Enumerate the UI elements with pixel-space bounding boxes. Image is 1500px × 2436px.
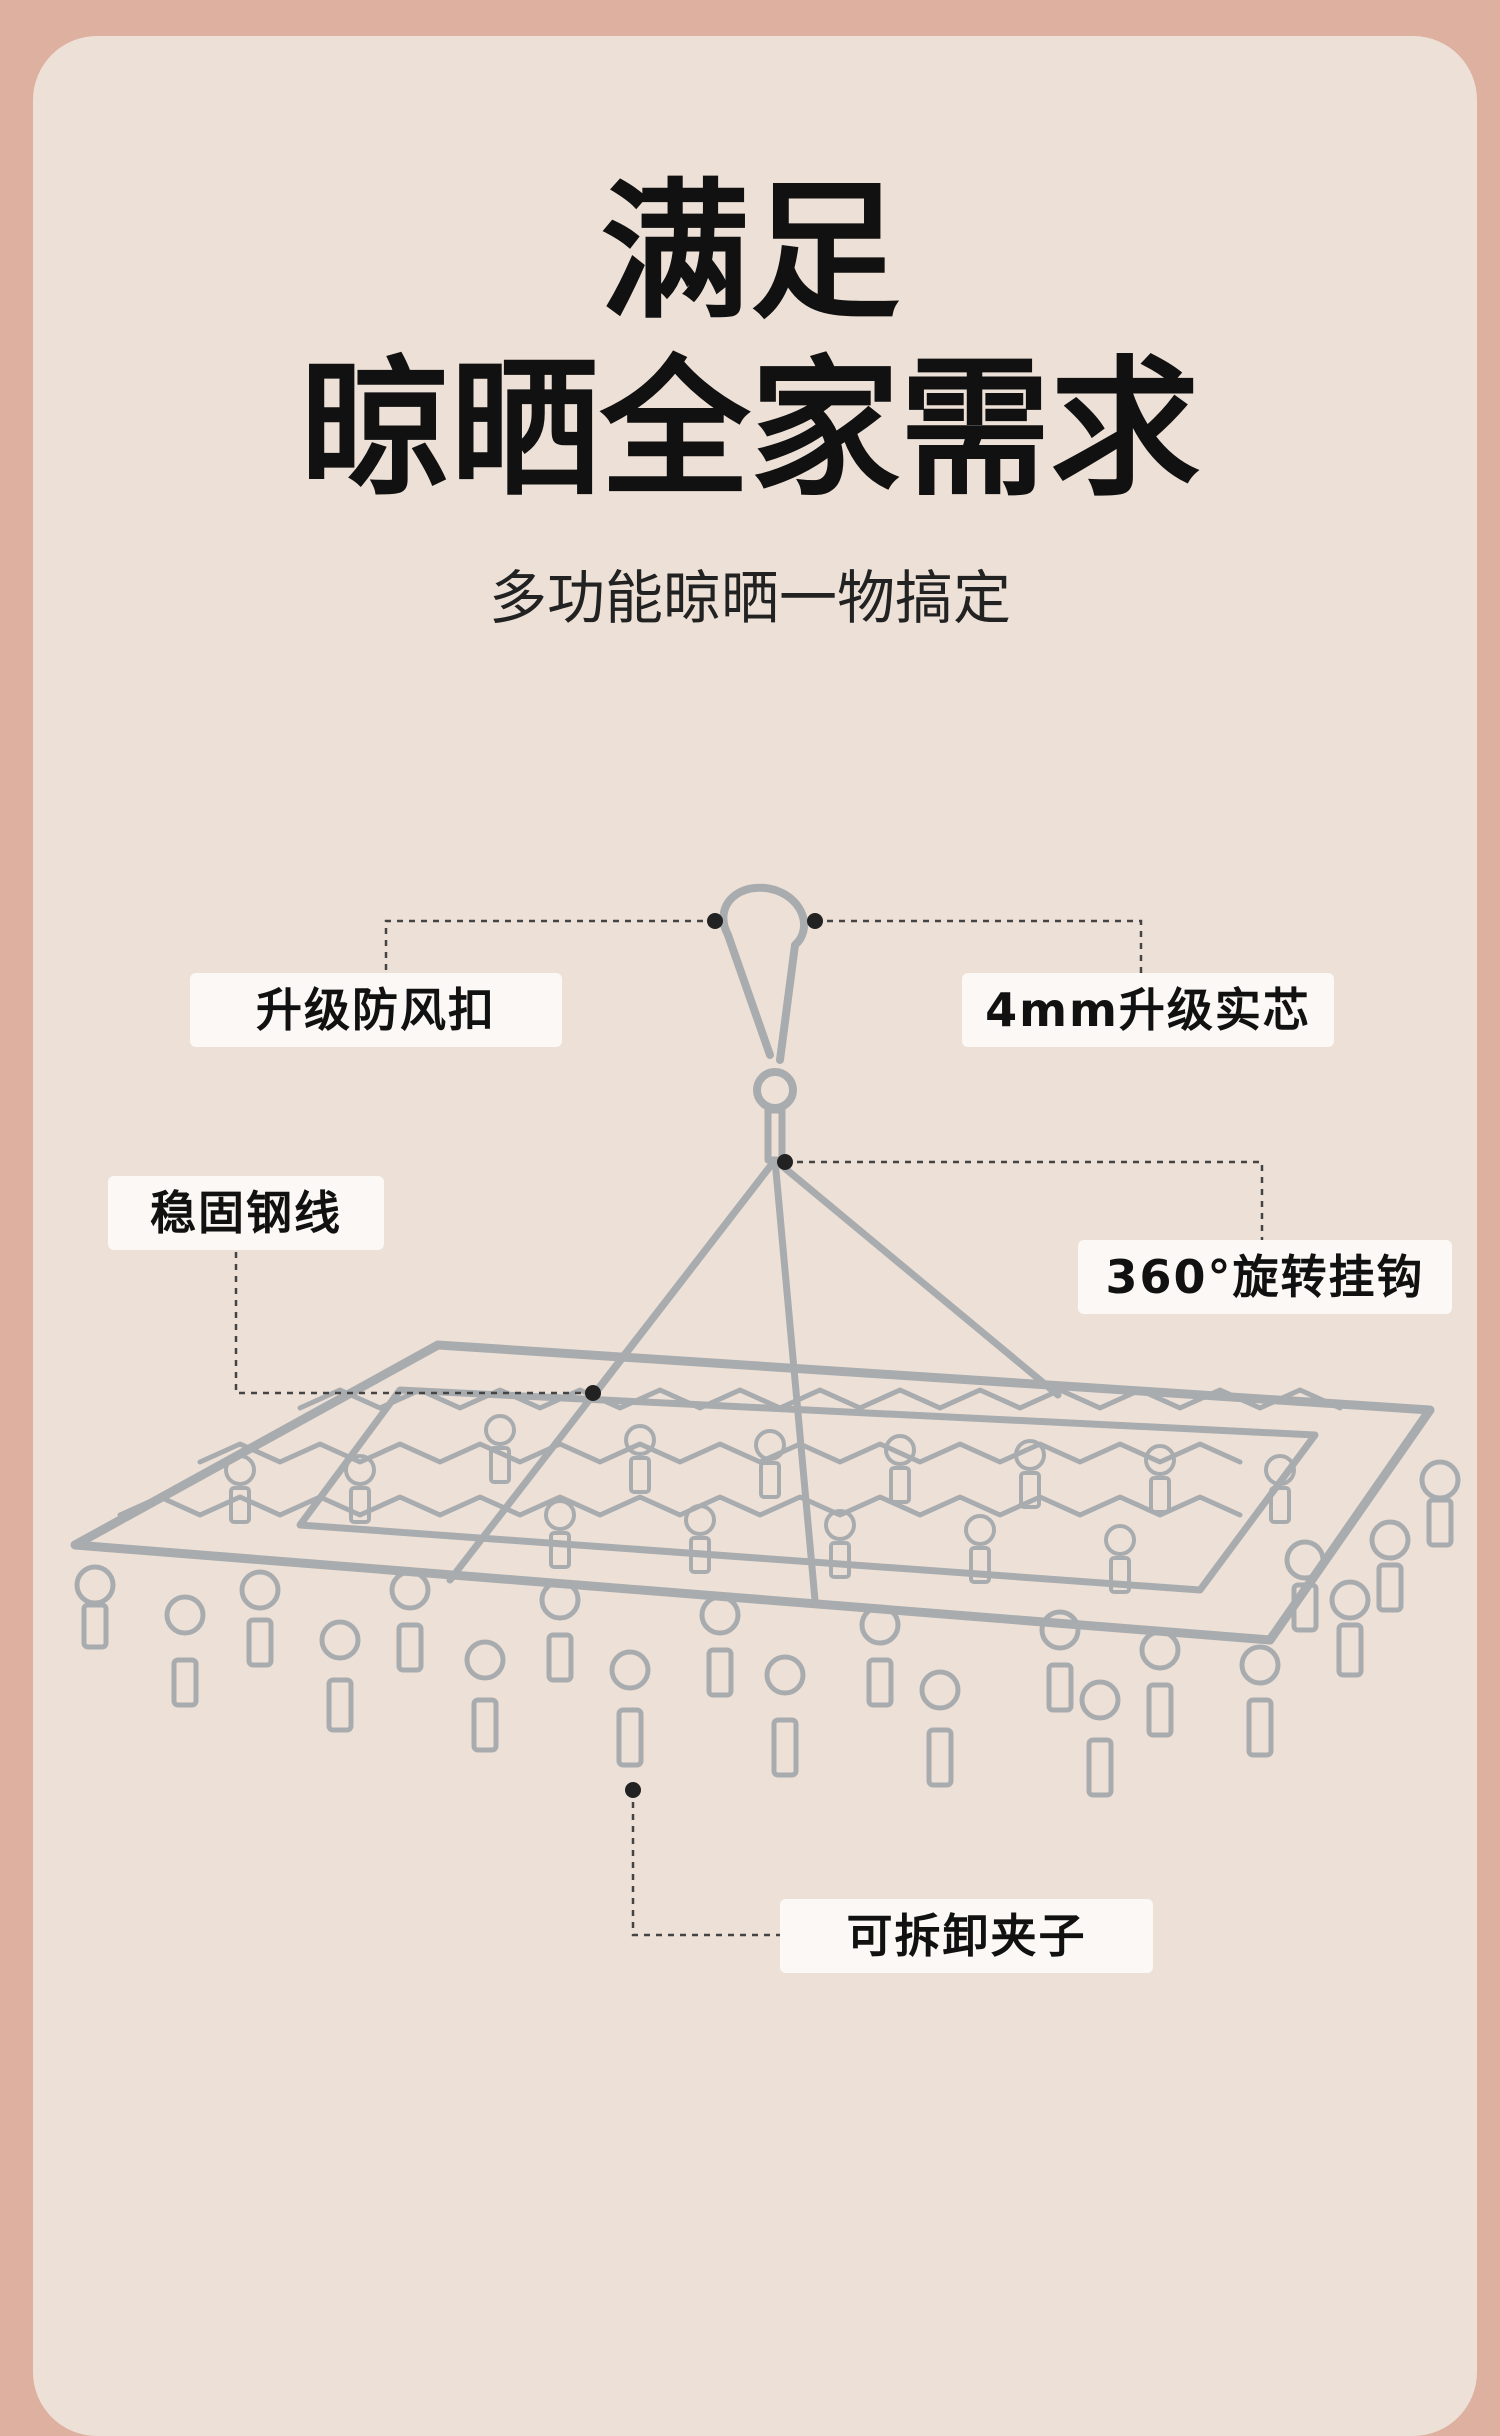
callout-dot xyxy=(707,913,723,929)
callout-rotating-hook: 360°旋转挂钩 xyxy=(1078,1240,1452,1314)
clip-hanger-illustration xyxy=(70,883,1461,1937)
headline-line-2: 晾晒全家需求 xyxy=(299,343,1200,517)
leader-rotating-hook xyxy=(785,1160,1264,1240)
callout-windproof-buckle: 升级防风扣 xyxy=(190,973,562,1047)
headline-line-1: 满足 xyxy=(599,166,900,340)
leader-windproof-buckle xyxy=(384,919,715,980)
callout-dot xyxy=(807,913,823,929)
subtitle: 多功能晾晒一物搞定 xyxy=(488,564,1011,632)
callout-steel-wire: 稳固钢线 xyxy=(108,1176,384,1250)
leader-solid-core xyxy=(815,919,1143,980)
leader-removable-clips xyxy=(631,1790,780,1937)
callout-dot xyxy=(625,1782,641,1798)
leader-steel-wire xyxy=(234,1250,593,1395)
callout-solid-core: 4mm升级实芯 xyxy=(962,973,1334,1047)
callout-dot xyxy=(777,1154,793,1170)
callout-removable-clips: 可拆卸夹子 xyxy=(780,1899,1153,1973)
callout-dot xyxy=(585,1385,601,1401)
